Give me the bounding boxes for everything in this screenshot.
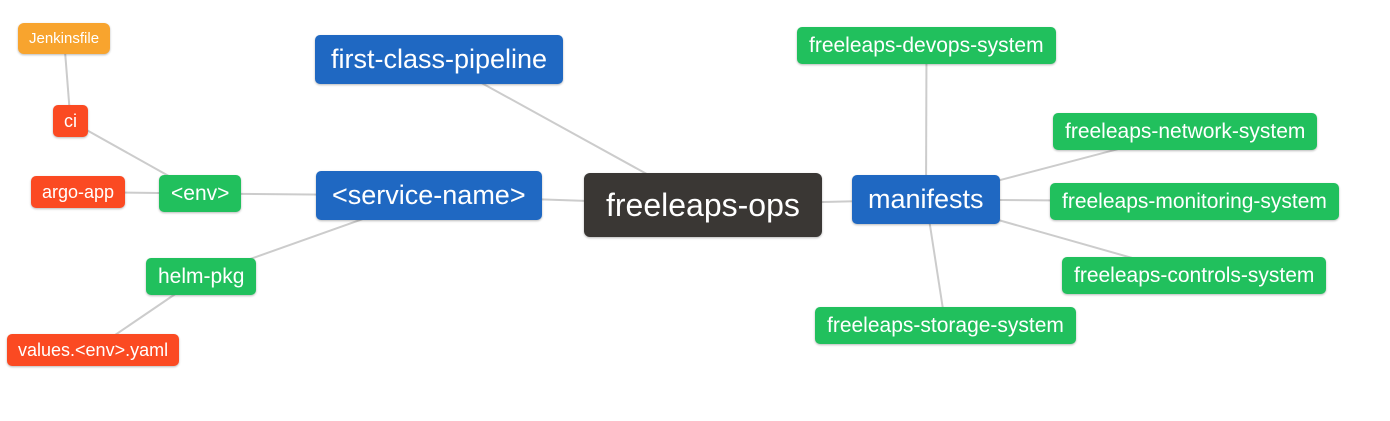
mindmap-node-manifests[interactable]: manifests	[852, 175, 1000, 224]
mindmap-node-first-class-pipeline[interactable]: first-class-pipeline	[315, 35, 564, 84]
mindmap-node-service-name[interactable]: <service-name>	[316, 171, 542, 220]
mindmap-node-ci[interactable]: ci	[53, 105, 88, 137]
mindmap-node-freeleaps-controls-system[interactable]: freeleaps-controls-system	[1062, 257, 1327, 294]
mindmap-node-env[interactable]: <env>	[159, 175, 242, 212]
mindmap-node-freeleaps-ops[interactable]: freeleaps-ops	[584, 173, 822, 237]
mindmap-node-freeleaps-storage-system[interactable]: freeleaps-storage-system	[815, 307, 1076, 344]
mindmap-node-jenkinsfile[interactable]: Jenkinsfile	[18, 23, 111, 54]
mindmap-node-freeleaps-devops-system[interactable]: freeleaps-devops-system	[797, 27, 1056, 64]
edge-manifests--freeleaps-devops-system	[925, 45, 928, 200]
mindmap-node-freeleaps-monitoring-system[interactable]: freeleaps-monitoring-system	[1050, 183, 1339, 220]
mindmap-node-argo-app[interactable]: argo-app	[31, 176, 126, 208]
mindmap-node-values-env-yaml[interactable]: values.<env>.yaml	[7, 334, 180, 366]
mindmap-node-helm-pkg[interactable]: helm-pkg	[146, 258, 257, 295]
mindmap-node-freeleaps-network-system[interactable]: freeleaps-network-system	[1053, 113, 1318, 150]
